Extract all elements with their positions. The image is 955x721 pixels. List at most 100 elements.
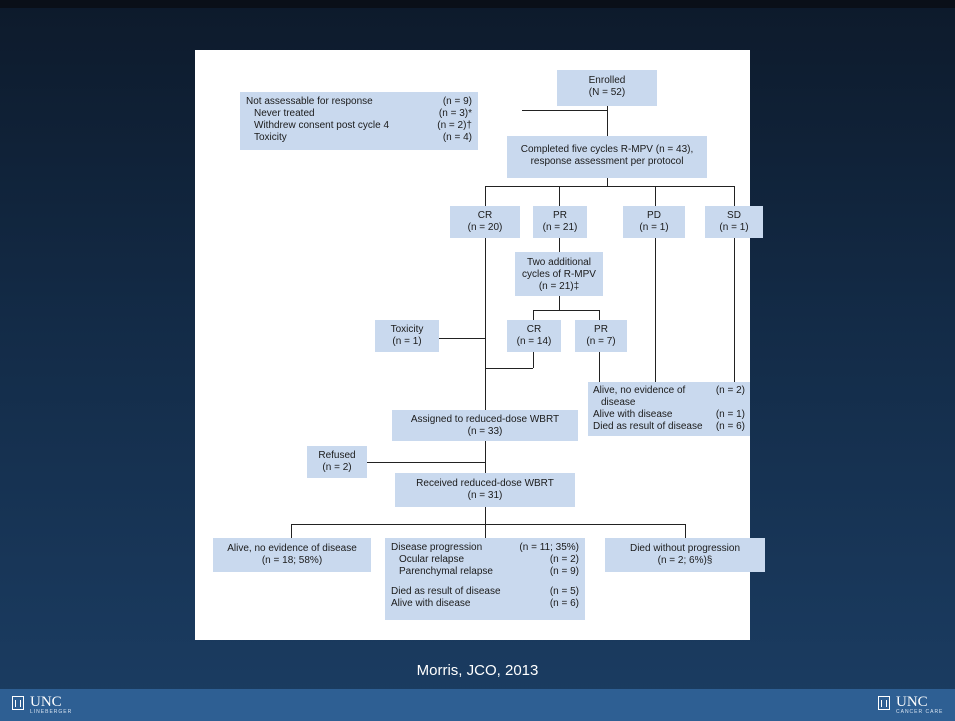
box-text: Refused [318,450,356,461]
box-text: Died without progression [629,543,741,554]
list-item: Parenchymal relapse(n = 9) [399,566,579,577]
connector [485,238,486,410]
box-text: Assigned to reduced-dose WBRT [410,414,560,425]
connector [533,310,599,311]
connector [599,310,600,320]
list-item: Died as result of disease(n = 6) [593,421,745,432]
box-count: (n = 21) [542,222,578,233]
died-without-progression-box: Died without progression (n = 2; 6%)§ [605,538,765,572]
received-wbrt-box: Received reduced-dose WBRT (n = 31) [395,473,575,507]
box-text: Completed five cycles R-MPV (n = 43), [520,144,694,155]
enrolled-box: Enrolled (N = 52) [557,70,657,106]
connector [485,186,734,187]
box-count: (n = 33) [467,426,503,437]
unc-lineberger-logo: UNC LINEBERGER [12,695,72,716]
connector [533,310,534,320]
box-count: (n = 1) [392,336,422,347]
logo-word: UNC [896,694,928,710]
connector [734,186,735,206]
box-count: (n = 2) [322,462,352,473]
box-count: (n = 1) [719,222,749,233]
top-bar [0,0,955,8]
connector [485,524,486,538]
box-count: (n = 1) [639,222,669,233]
box-text: Two additional [527,257,591,268]
flowchart-figure: Enrolled (N = 52) Not assessable for res… [195,50,765,640]
refused-box: Refused (n = 2) [307,446,367,478]
connector [655,186,656,206]
box-text: Enrolled [588,75,626,86]
box-text: SD [727,210,741,221]
connector [522,110,607,111]
box-count: (n = 7) [586,336,616,347]
box-text: response assessment per protocol [530,156,684,167]
progression-box: Disease progression(n = 11; 35%) Ocular … [385,538,585,620]
list-item: Died as result of disease(n = 5) [391,586,579,597]
connector [485,507,486,524]
box-count: (N = 52) [588,87,626,98]
box-count: (n = 20) [467,222,503,233]
box-count: (n = 21)‡ [538,281,580,292]
completed-cycles-box: Completed five cycles R-MPV (n = 43), re… [507,136,707,178]
box-text: Alive, no evidence of disease [227,543,357,554]
old-well-icon [12,696,24,710]
box-text: Toxicity [390,324,424,335]
alive-ned-box: Alive, no evidence of disease (n = 18; 5… [213,538,371,572]
box-text: CR [526,324,542,335]
connector [533,352,534,368]
connector [485,441,486,473]
box-count: (n = 2; 6%)§ [657,555,713,566]
pr-box: PR (n = 21) [533,206,587,238]
connector [439,338,485,339]
list-item: Ocular relapse(n = 2) [399,554,579,565]
cr-box: CR (n = 20) [450,206,520,238]
footer-bar: UNC LINEBERGER UNC CANCER CARE [0,689,955,721]
box-text: CR [477,210,493,221]
spacer [391,578,579,586]
box-text: Received reduced-dose WBRT [416,478,554,489]
citation-caption: Morris, JCO, 2013 [416,662,539,679]
additional-cycles-box: Two additional cycles of R-MPV (n = 21)‡ [515,252,603,296]
list-item: Alive, no evidence of(n = 2) [593,385,745,396]
list-item: Withdrew consent post cycle 4(n = 2)† [254,120,472,131]
box-text: PD [647,210,661,221]
connector [599,352,600,382]
cr-after-cycles-box: CR (n = 14) [507,320,561,352]
not-assessable-box: Not assessable for response(n = 9) Never… [240,92,478,150]
box-count: (n = 14) [516,336,552,347]
pr-after-cycles-box: PR (n = 7) [575,320,627,352]
connector [559,238,560,252]
sd-box: SD (n = 1) [705,206,763,238]
connector [607,106,608,136]
list-item: Alive with disease(n = 1) [593,409,745,420]
list-item: Alive with disease(n = 6) [391,598,579,609]
list-item: Not assessable for response(n = 9) [246,96,472,107]
connector [559,296,560,310]
connector [559,186,560,206]
connector [485,368,533,369]
list-item: disease [601,397,636,408]
right-outcome-box: Alive, no evidence of(n = 2) disease Ali… [588,382,750,436]
connector [734,238,735,382]
connector [655,238,656,382]
box-text: cycles of R-MPV [522,269,596,280]
connector [367,462,485,463]
old-well-icon [878,696,890,710]
box-count: (n = 31) [467,490,503,501]
pd-box: PD (n = 1) [623,206,685,238]
list-item: Never treated(n = 3)* [254,108,472,119]
connector [291,524,685,525]
logo-subtext: LINEBERGER [30,709,73,715]
list-item: Toxicity(n = 4) [254,132,472,143]
logo-word: UNC [30,694,62,710]
list-item: Disease progression(n = 11; 35%) [391,542,579,553]
toxicity-box: Toxicity (n = 1) [375,320,439,352]
connector [685,524,686,538]
box-count: (n = 18; 58%) [261,555,323,566]
connector [485,186,486,206]
box-text: PR [553,210,567,221]
box-text: PR [594,324,608,335]
assigned-wbrt-box: Assigned to reduced-dose WBRT (n = 33) [392,410,578,441]
connector [291,524,292,538]
